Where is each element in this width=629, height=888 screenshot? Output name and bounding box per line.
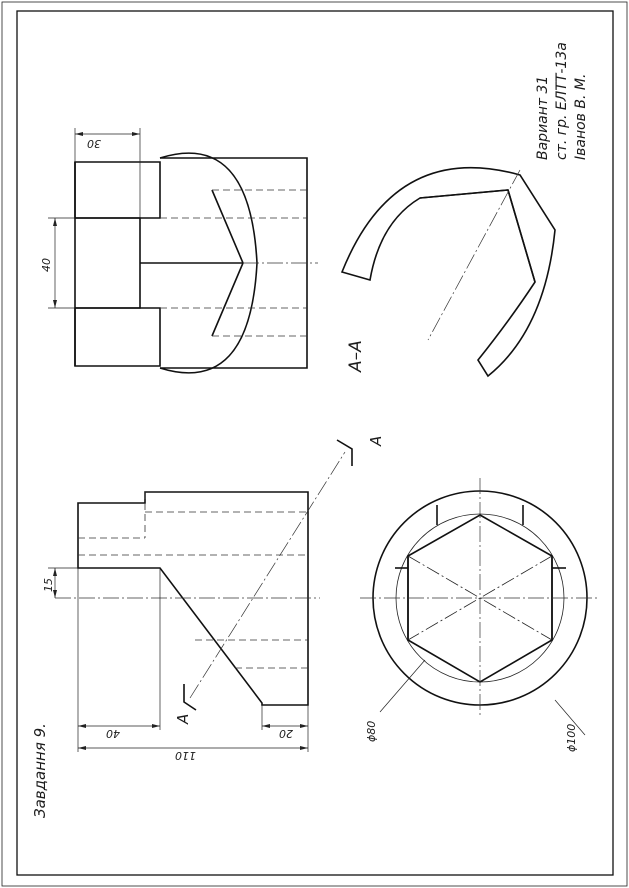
upper-jaw-middle: [75, 217, 141, 309]
cut-line-a-a: [189, 451, 346, 699]
section-hatched-area: [340, 166, 556, 378]
section-title: А–А: [346, 340, 366, 373]
dim-40-top: 40: [40, 258, 53, 272]
bottom-view: ϕ80 ϕ100: [360, 478, 600, 752]
upper-jaw-top: [74, 161, 161, 219]
front-view: А А 15 40 20 110: [42, 436, 385, 762]
upper-projection: 30 40: [40, 128, 318, 374]
group-label: ст. гр. ЕЛТТ-13а: [554, 42, 570, 160]
dim-phi100: ϕ100: [565, 724, 578, 752]
cut-label-a-bottom: А: [174, 714, 192, 725]
dim-15: 15: [42, 578, 55, 592]
dim-40-bottom: 40: [106, 727, 120, 740]
dim-30: 30: [87, 137, 101, 150]
dim-110: 110: [175, 749, 196, 762]
cut-label-a-top: А: [367, 436, 385, 447]
inner-frame: [16, 10, 614, 876]
section-axis: [427, 169, 521, 341]
section-a-a: А–А: [340, 166, 556, 378]
dim-20: 20: [279, 727, 293, 740]
dim-phi80: ϕ80: [365, 721, 378, 742]
upper-jaw-bottom: [74, 307, 161, 367]
front-body-outline: [77, 491, 309, 706]
student-label: Іванов В. М.: [573, 74, 589, 160]
leader-phi80: [379, 659, 426, 713]
task-label: Завдання 9.: [31, 723, 49, 818]
leader-phi100: [554, 699, 586, 736]
variant-label: Вариант 31: [535, 76, 551, 160]
cut-arrow-top: [336, 439, 353, 466]
cut-arrow-bottom: [183, 684, 197, 711]
